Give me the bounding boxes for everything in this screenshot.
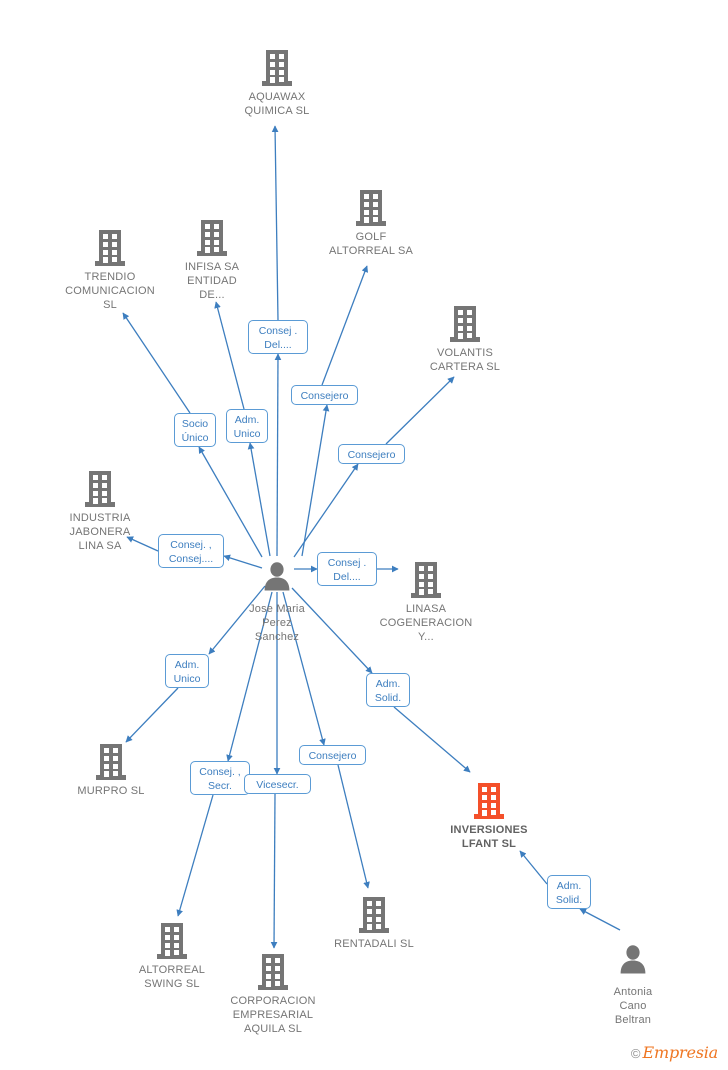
node-antonia-cano-beltran[interactable]: Antonia Cano Beltran bbox=[558, 943, 708, 1027]
edge-label-consejero-volantis[interactable]: Consejero bbox=[338, 444, 405, 464]
node-linasa-cogeneracion-y[interactable]: LINASA COGENERACION Y... bbox=[351, 560, 501, 644]
node-infisa-sa-entidad-de[interactable]: INFISA SA ENTIDAD DE... bbox=[137, 218, 287, 302]
node-aquawax-quimica-sl[interactable]: AQUAWAX QUIMICA SL bbox=[202, 48, 352, 118]
node-industria-jabonera-lina-sa[interactable]: INDUSTRIA JABONERA LINA SA bbox=[25, 469, 175, 553]
node-label: MURPRO SL bbox=[77, 785, 145, 797]
node-label: INVERSIONES LFANT SL bbox=[450, 824, 528, 850]
edge-jose-golf bbox=[301, 404, 330, 557]
node-inversiones-lfant-sl[interactable]: INVERSIONES LFANT SL bbox=[414, 781, 564, 851]
edge-label-vicesecr-corporacion[interactable]: Vicesecr. bbox=[244, 774, 311, 794]
edge-jose-corporacion-2 bbox=[270, 793, 278, 949]
node-murpro-sl[interactable]: MURPRO SL bbox=[36, 742, 186, 798]
node-label: Jose Maria Perez Sanchez bbox=[249, 603, 305, 643]
edge-label-adm-solid-antonia[interactable]: Adm. Solid. bbox=[547, 875, 591, 909]
building-icon bbox=[25, 469, 175, 511]
edge-jose-infisa bbox=[247, 442, 271, 557]
edge-label-consejero-golf[interactable]: Consejero bbox=[291, 385, 358, 405]
building-icon-highlighted bbox=[414, 781, 564, 823]
edge-label-socio-unico-trendio[interactable]: Socio Único bbox=[174, 413, 216, 447]
node-label: RENTADALI SL bbox=[334, 938, 414, 950]
node-rentadali-sl[interactable]: RENTADALI SL bbox=[299, 895, 449, 951]
brand-name: Empresia bbox=[642, 1043, 719, 1062]
edge-jose-golf-2 bbox=[321, 265, 369, 386]
edge-jose-aquawax bbox=[274, 353, 282, 557]
edge-jose-inversiones-2 bbox=[393, 706, 471, 773]
edge-label-adm-solid-inversiones[interactable]: Adm. Solid. bbox=[366, 673, 410, 707]
node-jose-maria-perez-sanchez[interactable]: Jose Maria Perez Sanchez bbox=[202, 560, 352, 644]
node-volantis-cartera-sl[interactable]: VOLANTIS CARTERA SL bbox=[390, 304, 540, 374]
node-label: INFISA SA ENTIDAD DE... bbox=[184, 261, 240, 301]
edge-jose-volantis bbox=[293, 463, 359, 558]
edge-jose-infisa-2 bbox=[214, 301, 245, 410]
node-label: AQUAWAX QUIMICA SL bbox=[244, 91, 310, 117]
edge-jose-altorreal-2 bbox=[176, 794, 214, 917]
person-icon bbox=[558, 943, 708, 985]
edge-label-consej-del-linasa[interactable]: Consej . Del.... bbox=[317, 552, 377, 586]
node-label: Antonia Cano Beltran bbox=[613, 986, 653, 1026]
building-icon bbox=[35, 228, 185, 270]
node-label: VOLANTIS CARTERA SL bbox=[429, 347, 501, 373]
building-icon bbox=[296, 188, 446, 230]
building-icon bbox=[198, 952, 348, 994]
building-icon bbox=[137, 218, 287, 260]
building-icon bbox=[299, 895, 449, 937]
node-label: LINASA COGENERACION Y... bbox=[379, 603, 473, 643]
node-label: ALTORREAL SWING SL bbox=[138, 964, 206, 990]
edge-jose-rentadali-2 bbox=[337, 764, 370, 889]
node-trendio-comunicacion-sl[interactable]: TRENDIO COMUNICACION SL bbox=[35, 228, 185, 312]
node-golf-altorreal-sa[interactable]: GOLF ALTORREAL SA bbox=[296, 188, 446, 258]
node-label: INDUSTRIA JABONERA LINA SA bbox=[69, 512, 131, 552]
edge-label-consejero-rentadali[interactable]: Consejero bbox=[299, 745, 366, 765]
node-label: TRENDIO COMUNICACION SL bbox=[65, 271, 155, 311]
watermark: ©Empresia bbox=[631, 1043, 718, 1062]
edge-label-adm-unico-murpro[interactable]: Adm. Unico bbox=[165, 654, 209, 688]
edge-antonia-inversiones-2 bbox=[519, 850, 548, 885]
edge-antonia-inversiones bbox=[579, 908, 621, 931]
node-label: GOLF ALTORREAL SA bbox=[328, 231, 414, 257]
building-icon bbox=[351, 560, 501, 602]
edge-label-consej-del-aquawax[interactable]: Consej . Del.... bbox=[248, 320, 308, 354]
edge-jose-trendio-2 bbox=[122, 312, 191, 414]
person-icon bbox=[202, 560, 352, 602]
node-corporacion-empresarial-aquila-sl[interactable]: CORPORACION EMPRESARIAL AQUILA SL bbox=[198, 952, 348, 1036]
node-label: CORPORACION EMPRESARIAL AQUILA SL bbox=[230, 995, 316, 1035]
building-icon bbox=[97, 921, 247, 963]
building-icon bbox=[202, 48, 352, 90]
edge-label-consej-consej-industria[interactable]: Consej. , Consej.... bbox=[158, 534, 224, 568]
building-icon bbox=[36, 742, 186, 784]
edge-jose-murpro-2 bbox=[125, 687, 179, 743]
node-altorreal-swing-sl[interactable]: ALTORREAL SWING SL bbox=[97, 921, 247, 991]
copyright-symbol: © bbox=[630, 1046, 641, 1061]
edge-label-consej-secr-altorreal[interactable]: Consej. , Secr. bbox=[190, 761, 250, 795]
edge-label-adm-unico-infisa[interactable]: Adm. Unico bbox=[226, 409, 268, 443]
building-icon bbox=[390, 304, 540, 346]
edge-jose-volantis-2 bbox=[385, 376, 455, 445]
